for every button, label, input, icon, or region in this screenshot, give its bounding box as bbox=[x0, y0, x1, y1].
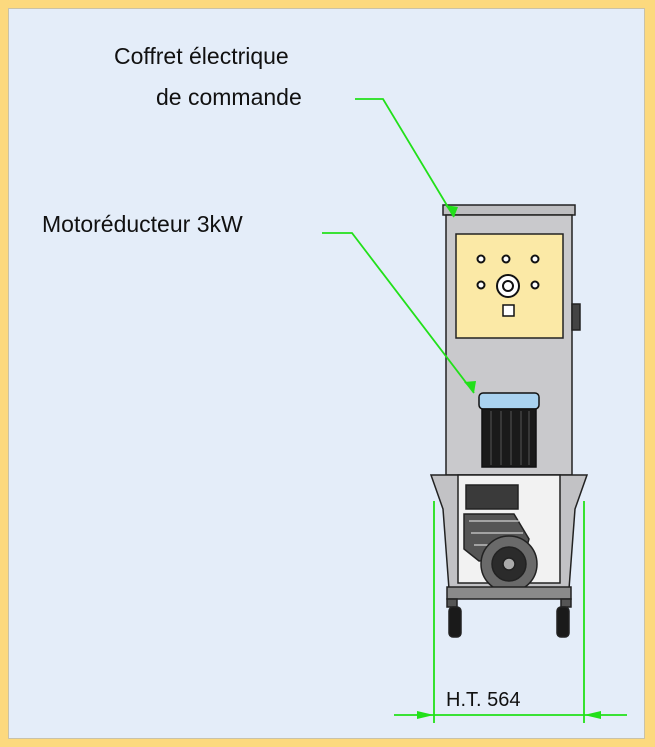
motor-fan-cover bbox=[478, 392, 540, 410]
caster-wheel-left bbox=[448, 606, 462, 638]
push-button bbox=[502, 304, 515, 317]
label-coffret-line2: de commande bbox=[156, 84, 302, 110]
motor bbox=[478, 392, 540, 468]
leader-lines bbox=[322, 98, 627, 723]
label-dimension: H.T. 564 bbox=[446, 689, 521, 711]
hopper bbox=[429, 474, 589, 593]
indicator-light bbox=[530, 280, 540, 290]
base bbox=[446, 586, 572, 638]
base-foot bbox=[560, 598, 572, 608]
indicator-light bbox=[476, 280, 486, 290]
leader-motor bbox=[322, 232, 475, 394]
indicator-light bbox=[530, 254, 540, 264]
base-foot bbox=[446, 598, 458, 608]
dimension-arrow-right bbox=[584, 711, 601, 719]
label-motor: Motoréducteur 3kW bbox=[42, 211, 243, 237]
diagram-frame: Coffret électrique de commande Motoréduc… bbox=[8, 8, 645, 739]
indicator-light bbox=[501, 254, 511, 264]
leader-coffret bbox=[355, 98, 455, 218]
label-coffret-line1: Coffret électrique bbox=[114, 43, 289, 69]
drive-wheel-axle bbox=[502, 557, 516, 571]
indicator-light bbox=[476, 254, 486, 264]
rotary-selector-center bbox=[502, 280, 514, 292]
gear-reducer-top bbox=[465, 484, 519, 510]
motor-body bbox=[481, 408, 537, 468]
cabinet bbox=[442, 204, 581, 476]
side-handle bbox=[571, 303, 581, 331]
machine-drawing bbox=[322, 98, 627, 723]
cabinet-top-rim bbox=[442, 204, 576, 216]
caster-wheel-right bbox=[556, 606, 570, 638]
leader-motor-arrow bbox=[464, 381, 476, 393]
dimension-arrow-left bbox=[417, 711, 434, 719]
leader-coffret-arrow bbox=[445, 205, 458, 217]
base-frame bbox=[446, 586, 572, 600]
